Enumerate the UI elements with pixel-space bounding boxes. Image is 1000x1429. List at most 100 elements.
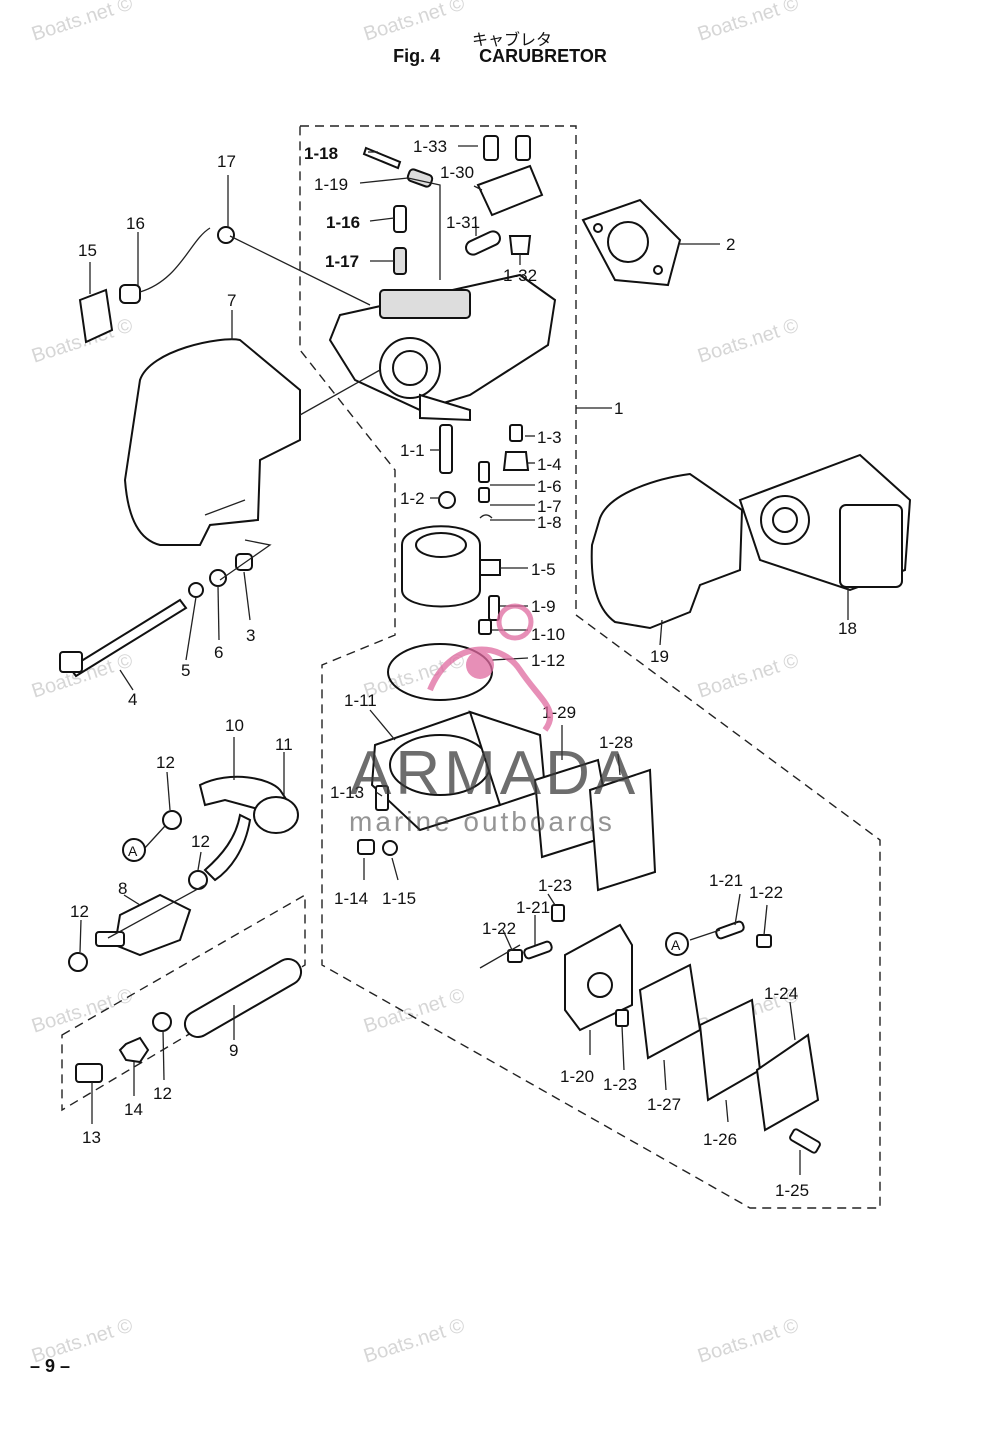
callout-1-15: 1-15 [382,889,416,908]
callout-1-2: 1-2 [400,489,425,508]
grommet [119,284,141,304]
callout-1-16: 1-16 [326,213,360,232]
float-pin [478,461,490,483]
jet [439,424,453,474]
screw [478,487,490,503]
fuel-filter [113,893,192,957]
armada-logo-mark [427,603,554,732]
callout-1-31: 1-31 [446,213,480,232]
callout-14: 14 [124,1100,143,1119]
screw [507,949,523,963]
jet-nozzle [438,491,456,509]
callout-1-4: 1-4 [537,455,562,474]
nut [217,226,235,244]
callout-7: 7 [227,291,236,310]
screw [515,135,531,161]
callout-2: 2 [726,235,735,254]
callout-1-33: 1-33 [413,137,447,156]
hose-clip [68,952,88,972]
figure-number: Fig. 4 [393,46,441,66]
callout-19: 19 [650,647,669,666]
callout-1-9: 1-9 [531,597,556,616]
clip [479,514,493,519]
callout-6: 6 [214,643,223,662]
callout-1-13: 1-13 [330,783,364,802]
screw [393,205,407,233]
callout-17: 17 [217,152,236,171]
fuel-filter-outlet [95,931,125,947]
fuel-hose [183,958,303,1038]
callout-1-25: 1-25 [775,1181,809,1200]
hose-clip [152,1012,172,1032]
adjust-needle [362,146,402,170]
figure-heading: CARUBRETOR [479,46,607,66]
screw [615,1009,629,1027]
callout-12: 12 [70,902,89,921]
callout-1-21: 1-21 [709,871,743,890]
screw [789,1128,821,1154]
bolt [68,598,188,678]
callout-16: 16 [126,214,145,233]
callout-1-20: 1-20 [560,1067,594,1086]
fuel-connector [75,1063,103,1083]
callout-1-26: 1-26 [703,1130,737,1149]
callout-13: 13 [82,1128,101,1147]
screw [756,934,772,948]
drain-screw [357,839,375,855]
screw [478,619,492,635]
callout-10: 10 [225,716,244,735]
joint-seal [253,796,299,834]
callout-1-14: 1-14 [334,889,368,908]
screw [509,424,523,442]
callout-4: 4 [128,690,137,709]
callout-1-1: 1-1 [400,441,425,460]
cap [508,235,532,255]
callout-12: 12 [156,753,175,772]
callout-18: 18 [838,619,857,638]
diaphragm [588,768,657,892]
reference-marker-a: A [665,932,689,956]
svg-text:A: A [671,937,681,953]
callout-1-5: 1-5 [531,560,556,579]
svg-text:A: A [128,843,138,859]
callout-1-28: 1-28 [599,733,633,752]
hose-clip [162,810,182,830]
callout-1-23: 1-23 [603,1075,637,1094]
page-number: – 9 – [30,1356,71,1376]
callout-5: 5 [181,661,190,680]
callout-1-12: 1-12 [531,651,565,670]
callout-1-8: 1-8 [537,513,562,532]
callout-12: 12 [153,1084,172,1103]
carburetor-gasket [581,198,682,287]
washer [382,840,398,856]
choke-knob [78,288,114,344]
spring [393,247,407,275]
nut [118,1036,150,1064]
callout-12: 12 [191,832,210,851]
callout-1-18: 1-18 [304,144,338,163]
cap-nut [502,451,530,471]
callout-1-19: 1-19 [314,175,348,194]
float-chamber [370,710,547,832]
figure-title: Fig. 4 CARUBRETOR [0,46,1000,67]
callout-1-30: 1-30 [440,163,474,182]
screw [483,135,499,161]
callout-9: 9 [229,1041,238,1060]
screw [551,904,565,922]
washer [188,582,204,598]
fuel-elbow [203,813,252,882]
callout-1-7: 1-7 [537,497,562,516]
check-valve [523,940,553,960]
callout-1-22: 1-22 [749,883,783,902]
fuel-line-group-boundary [61,893,306,1112]
air-silencer [123,338,301,546]
hose-clip [188,870,208,890]
callout-1-22: 1-22 [482,919,516,938]
bolt-head [59,651,83,673]
callout-1-27: 1-27 [647,1095,681,1114]
callout-15: 15 [78,241,97,260]
screw [488,595,500,621]
choke-rod [139,227,211,293]
float [401,525,501,608]
